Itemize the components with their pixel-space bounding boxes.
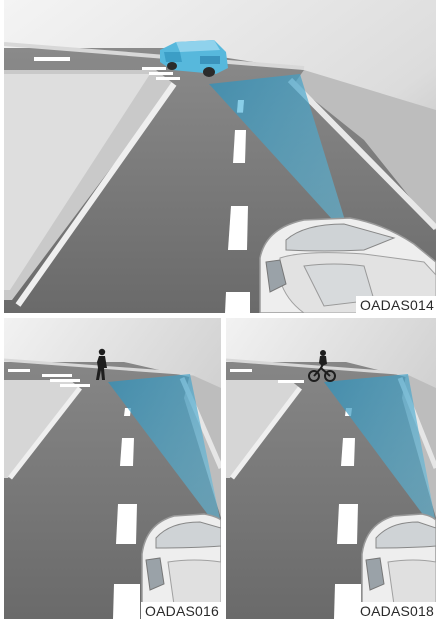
- figure-vehicle-detection: OADAS014: [4, 0, 436, 313]
- cyclist-rider-icon: [319, 350, 327, 366]
- crosswalk: [278, 380, 304, 383]
- figure-caption: OADAS018: [356, 602, 436, 619]
- pedestrian-detection-illustration: [4, 318, 221, 619]
- vehicle-detection-illustration: [4, 0, 436, 313]
- cyclist-detection-illustration: [226, 318, 436, 619]
- figure-cyclist-detection: OADAS018: [226, 318, 436, 619]
- lane-marking: [34, 57, 70, 61]
- figure-pedestrian-detection: OADAS016: [4, 318, 221, 619]
- figure-caption: OADAS016: [141, 602, 221, 619]
- figure-caption: OADAS014: [356, 296, 436, 313]
